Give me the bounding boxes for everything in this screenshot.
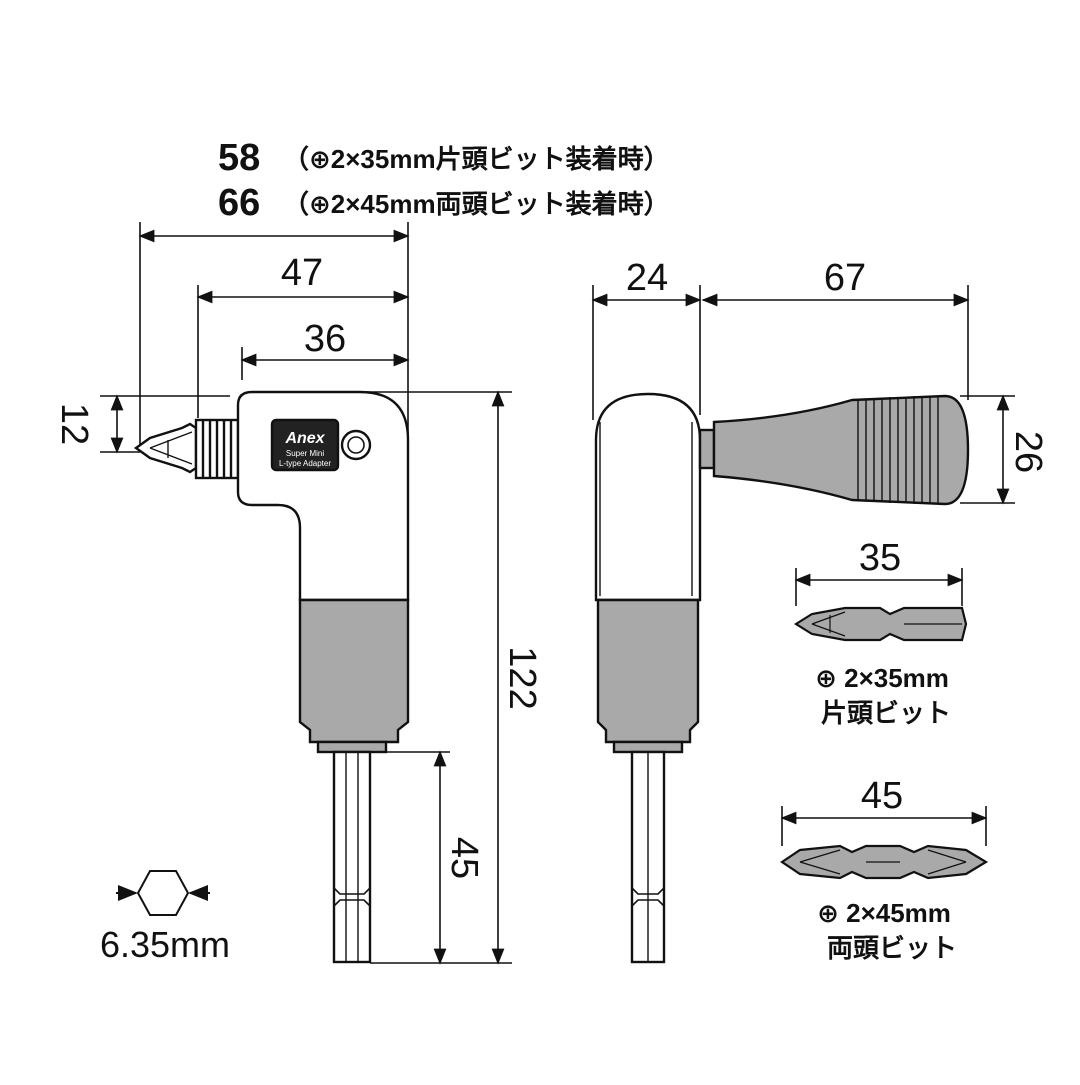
front-dimension-lines [100,222,512,965]
handle-grip-side [712,394,970,506]
headline-note-2: （⊕2×45mm両頭ビット装着時） [283,189,670,219]
headline-note-1: （⊕2×35mm片頭ビット装着時） [283,144,670,174]
grip-side [596,598,700,744]
side-view-tool [594,392,970,964]
dim-35: 35 [859,537,901,579]
body-side [594,392,702,602]
dim-26: 26 [1007,431,1049,473]
front-view-tool [133,390,410,964]
double-bit-spec: ⊕ 2×45mm [817,898,951,928]
dim-24: 24 [626,257,668,299]
dim-12: 12 [53,403,95,445]
single-bit-drawing [793,606,968,642]
headline-value-66: 66 [218,182,260,224]
logo-line-1: Super Mini [286,449,324,458]
double-bit-dimension [780,806,988,846]
side-dimension-lines [591,285,1015,505]
dim-122: 122 [501,646,543,709]
hex-shank-icon [116,870,210,916]
single-bit-dimension [794,568,964,606]
dim-47: 47 [281,252,323,294]
logo-brand: Anex [284,430,325,447]
grip-front [298,598,410,744]
anex-logo-plate [270,418,340,472]
dim-45-bit: 45 [861,775,903,817]
headline: 58 （⊕2×35mm片頭ビット装着時） 66 （⊕2×45mm両頭ビット装着時… [218,137,670,224]
headline-value-58: 58 [218,137,260,179]
single-bit-spec: ⊕ 2×35mm [815,663,949,693]
single-bit-name: 片頭ビット [821,698,951,728]
shank-front [332,750,372,964]
dim-67: 67 [824,257,866,299]
logo-line-2: L-type Adapter [279,459,331,468]
dim-45-shank: 45 [443,837,485,879]
double-bit-drawing [780,844,989,880]
bit-tip-front [133,422,198,474]
dim-36: 36 [304,318,346,360]
double-bit-name: 両頭ビット [827,933,957,963]
hex-size-label: 6.35mm [100,924,230,965]
